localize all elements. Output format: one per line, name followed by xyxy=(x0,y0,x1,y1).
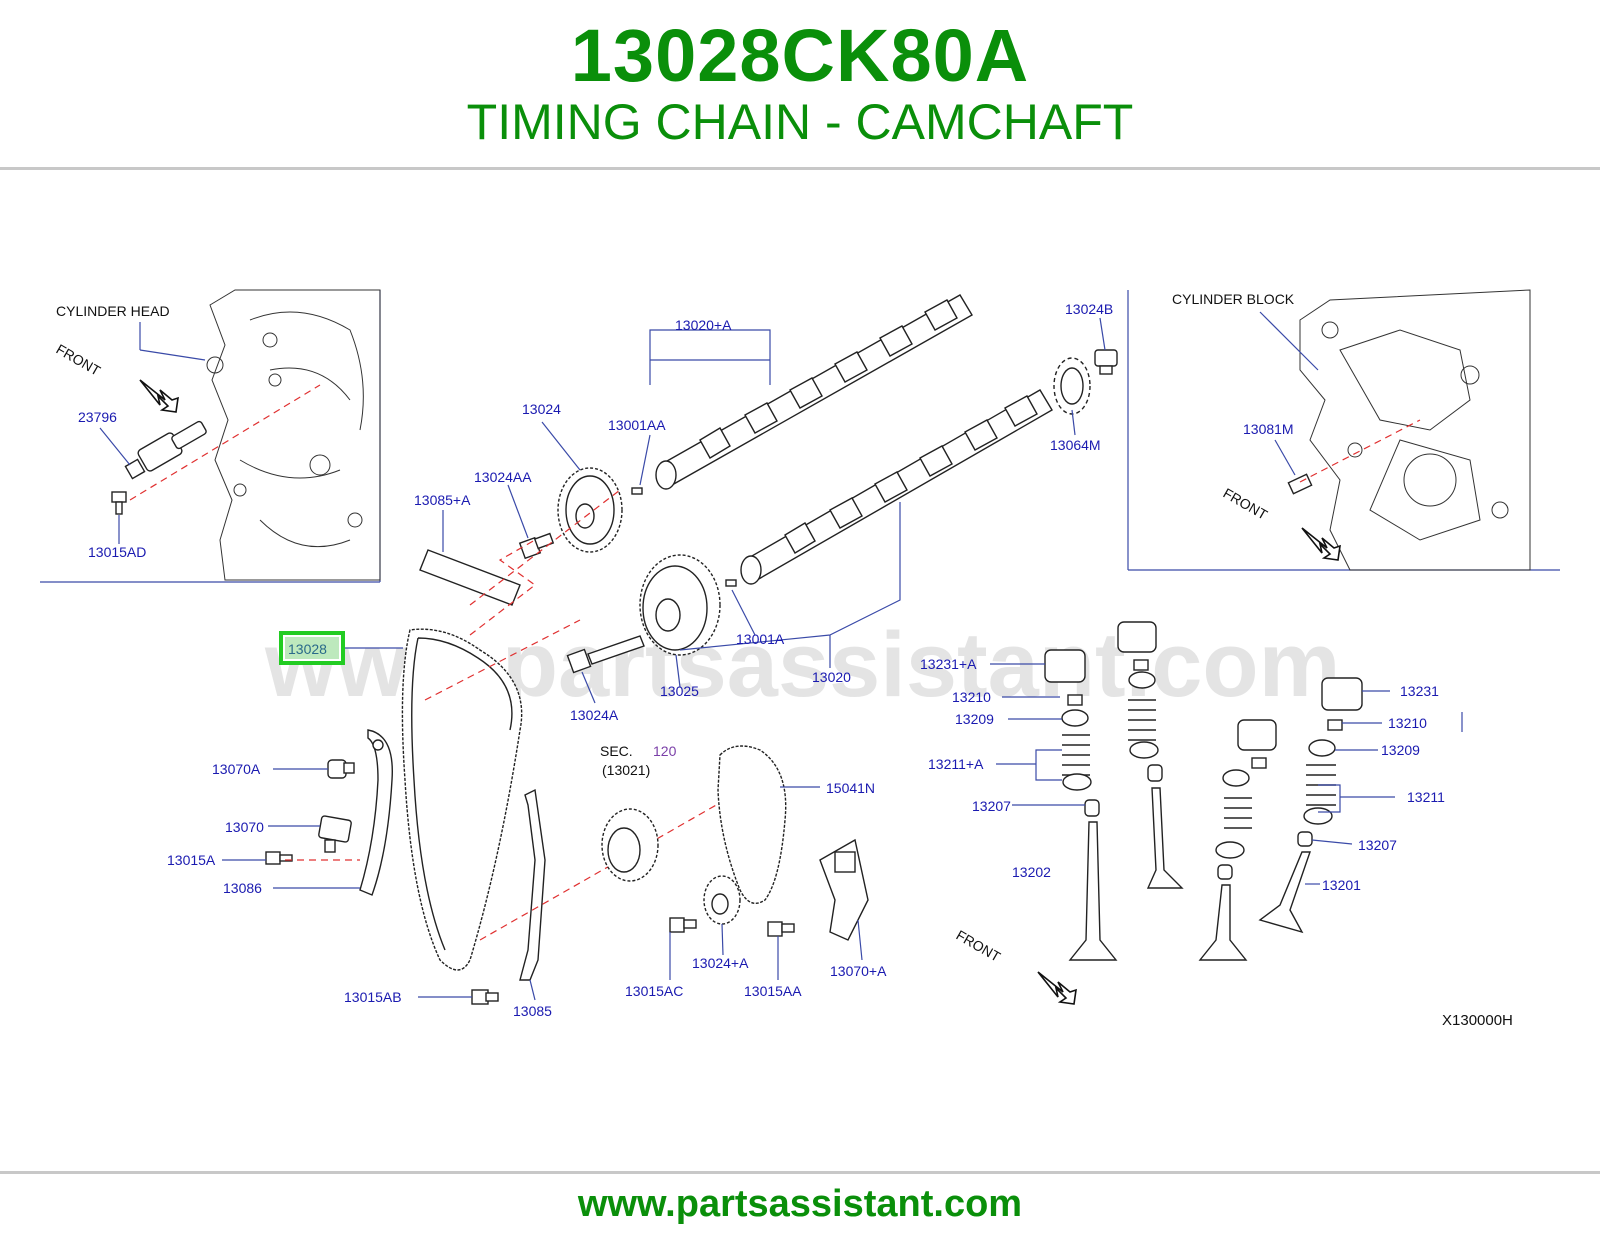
label-13211[interactable]: 13211 xyxy=(1407,789,1445,805)
diagram-code: X130000H xyxy=(1442,1012,1513,1029)
bolt-13070A[interactable] xyxy=(327,759,355,779)
valve-train-mid[interactable] xyxy=(1117,621,1184,889)
plug-13024B[interactable] xyxy=(1094,349,1118,375)
valve-train-right[interactable] xyxy=(1258,677,1363,934)
label-13025[interactable]: 13025 xyxy=(660,683,699,699)
label-13001AA[interactable]: 13001AA xyxy=(608,417,666,433)
label-13085A[interactable]: 13085+A xyxy=(414,492,471,508)
bolt-13015AA[interactable] xyxy=(767,921,795,937)
label-13209b[interactable]: 13209 xyxy=(1381,742,1420,758)
label-13209a[interactable]: 13209 xyxy=(955,711,994,727)
bolt-13015A[interactable] xyxy=(265,851,293,865)
label-13015AA[interactable]: 13015AA xyxy=(744,983,802,999)
label-13231A[interactable]: 13231+A xyxy=(920,656,977,672)
sprocket-13024-A[interactable] xyxy=(703,875,741,925)
cylinder-block-label: CYLINDER BLOCK xyxy=(1172,291,1295,307)
crank-sprocket-13021[interactable] xyxy=(601,808,659,882)
pin-13001AA[interactable] xyxy=(631,487,643,495)
label-13024B[interactable]: 13024B xyxy=(1065,301,1113,317)
label-13064M[interactable]: 13064M xyxy=(1050,437,1101,453)
part-name-subtitle: TIMING CHAIN - CAMCHAFT xyxy=(466,94,1134,150)
valve-train-left[interactable] xyxy=(1044,649,1118,961)
label-13024[interactable]: 13024 xyxy=(522,401,561,417)
chain-15041N[interactable] xyxy=(717,745,787,904)
label-13201[interactable]: 13201 xyxy=(1322,877,1361,893)
footer-website-link[interactable]: www.partsassistant.com xyxy=(577,1183,1023,1225)
label-13231[interactable]: 13231 xyxy=(1400,683,1439,699)
label-13020A[interactable]: 13020+A xyxy=(675,317,732,333)
bolt-13024A[interactable] xyxy=(566,635,645,674)
section-num[interactable]: 120 xyxy=(653,743,677,759)
section-sub: (13021) xyxy=(602,762,650,778)
header-divider xyxy=(0,167,1600,170)
cylinder-block-inset: CYLINDER BLOCK 13081M FRONT xyxy=(1127,289,1560,571)
bolt-13015AB[interactable] xyxy=(471,989,499,1005)
solenoid-valve-23796[interactable] xyxy=(124,420,207,480)
label-13015A[interactable]: 13015A xyxy=(167,852,216,868)
guide-13085[interactable] xyxy=(519,788,546,981)
cylinder-head-label: CYLINDER HEAD xyxy=(56,303,170,319)
front-label-head: FRONT xyxy=(54,341,104,379)
label-13211A[interactable]: 13211+A xyxy=(928,756,984,772)
front-arrow-block-icon xyxy=(1301,527,1341,561)
label-13070[interactable]: 13070 xyxy=(225,819,264,835)
page-header: 13028CK80A TIMING CHAIN - CAMCHAFT xyxy=(0,0,1600,168)
cylinder-head-inset: FRONT CYLINDER HEAD 23796 13015AD xyxy=(40,289,381,583)
camshaft-13020-A[interactable] xyxy=(655,294,973,490)
pin-13001A[interactable] xyxy=(725,579,737,587)
front-arrow-valves-icon xyxy=(1037,971,1077,1005)
front-arrow-head-icon xyxy=(139,379,179,413)
bolt-13024AA[interactable] xyxy=(518,532,555,560)
tensioner-13070-A[interactable] xyxy=(819,838,869,941)
valve-train-center[interactable] xyxy=(1198,719,1277,961)
camshaft-13020[interactable] xyxy=(740,389,1053,585)
footer-divider xyxy=(0,1171,1600,1174)
ring-13064M[interactable] xyxy=(1053,357,1091,415)
label-13015AB[interactable]: 13015AB xyxy=(344,989,402,1005)
sprocket-13025[interactable] xyxy=(639,554,721,656)
bolt-13015AD[interactable] xyxy=(111,491,127,515)
label-13207a[interactable]: 13207 xyxy=(972,798,1011,814)
label-13210a[interactable]: 13210 xyxy=(952,689,991,705)
bolt-13015AC[interactable] xyxy=(669,917,697,933)
label-13070A2[interactable]: 13070+A xyxy=(830,963,887,979)
parts-diagram: www.partsassistant.com FRONT CYLINDER HE… xyxy=(40,289,1560,1029)
label-13085[interactable]: 13085 xyxy=(513,1003,552,1019)
label-13024A[interactable]: 13024A xyxy=(570,707,619,723)
section-sec: SEC. xyxy=(600,743,633,759)
callout-lines xyxy=(222,317,1395,1001)
front-label-valves: FRONT xyxy=(954,927,1004,965)
label-13024AA[interactable]: 13024AA xyxy=(474,469,532,485)
sensor-13081M[interactable] xyxy=(1287,473,1313,495)
label-13207b[interactable]: 13207 xyxy=(1358,837,1397,853)
tensioner-13070[interactable] xyxy=(318,815,352,853)
label-13028[interactable]: 13028 xyxy=(288,641,327,657)
label-13020[interactable]: 13020 xyxy=(812,669,851,685)
front-label-block: FRONT xyxy=(1221,485,1271,523)
label-13015AD[interactable]: 13015AD xyxy=(88,544,146,560)
label-13001A[interactable]: 13001A xyxy=(736,631,785,647)
label-13015AC[interactable]: 13015AC xyxy=(625,983,683,999)
guide-13086[interactable] xyxy=(359,729,393,896)
part-number-title: 13028CK80A xyxy=(570,14,1030,97)
label-13081M[interactable]: 13081M xyxy=(1243,421,1294,437)
guide-line xyxy=(129,384,321,501)
label-13202[interactable]: 13202 xyxy=(1012,864,1051,880)
label-15041N[interactable]: 15041N xyxy=(826,780,875,796)
label-13086[interactable]: 13086 xyxy=(223,880,262,896)
plate-13085-A[interactable] xyxy=(419,549,521,606)
label-13070A[interactable]: 13070A xyxy=(212,761,261,777)
label-23796[interactable]: 23796 xyxy=(78,409,117,425)
sprocket-13024[interactable] xyxy=(557,467,623,553)
highlight-13028[interactable]: 13028 xyxy=(279,631,345,665)
label-13210b[interactable]: 13210 xyxy=(1388,715,1427,731)
label-13024A2[interactable]: 13024+A xyxy=(692,955,749,971)
